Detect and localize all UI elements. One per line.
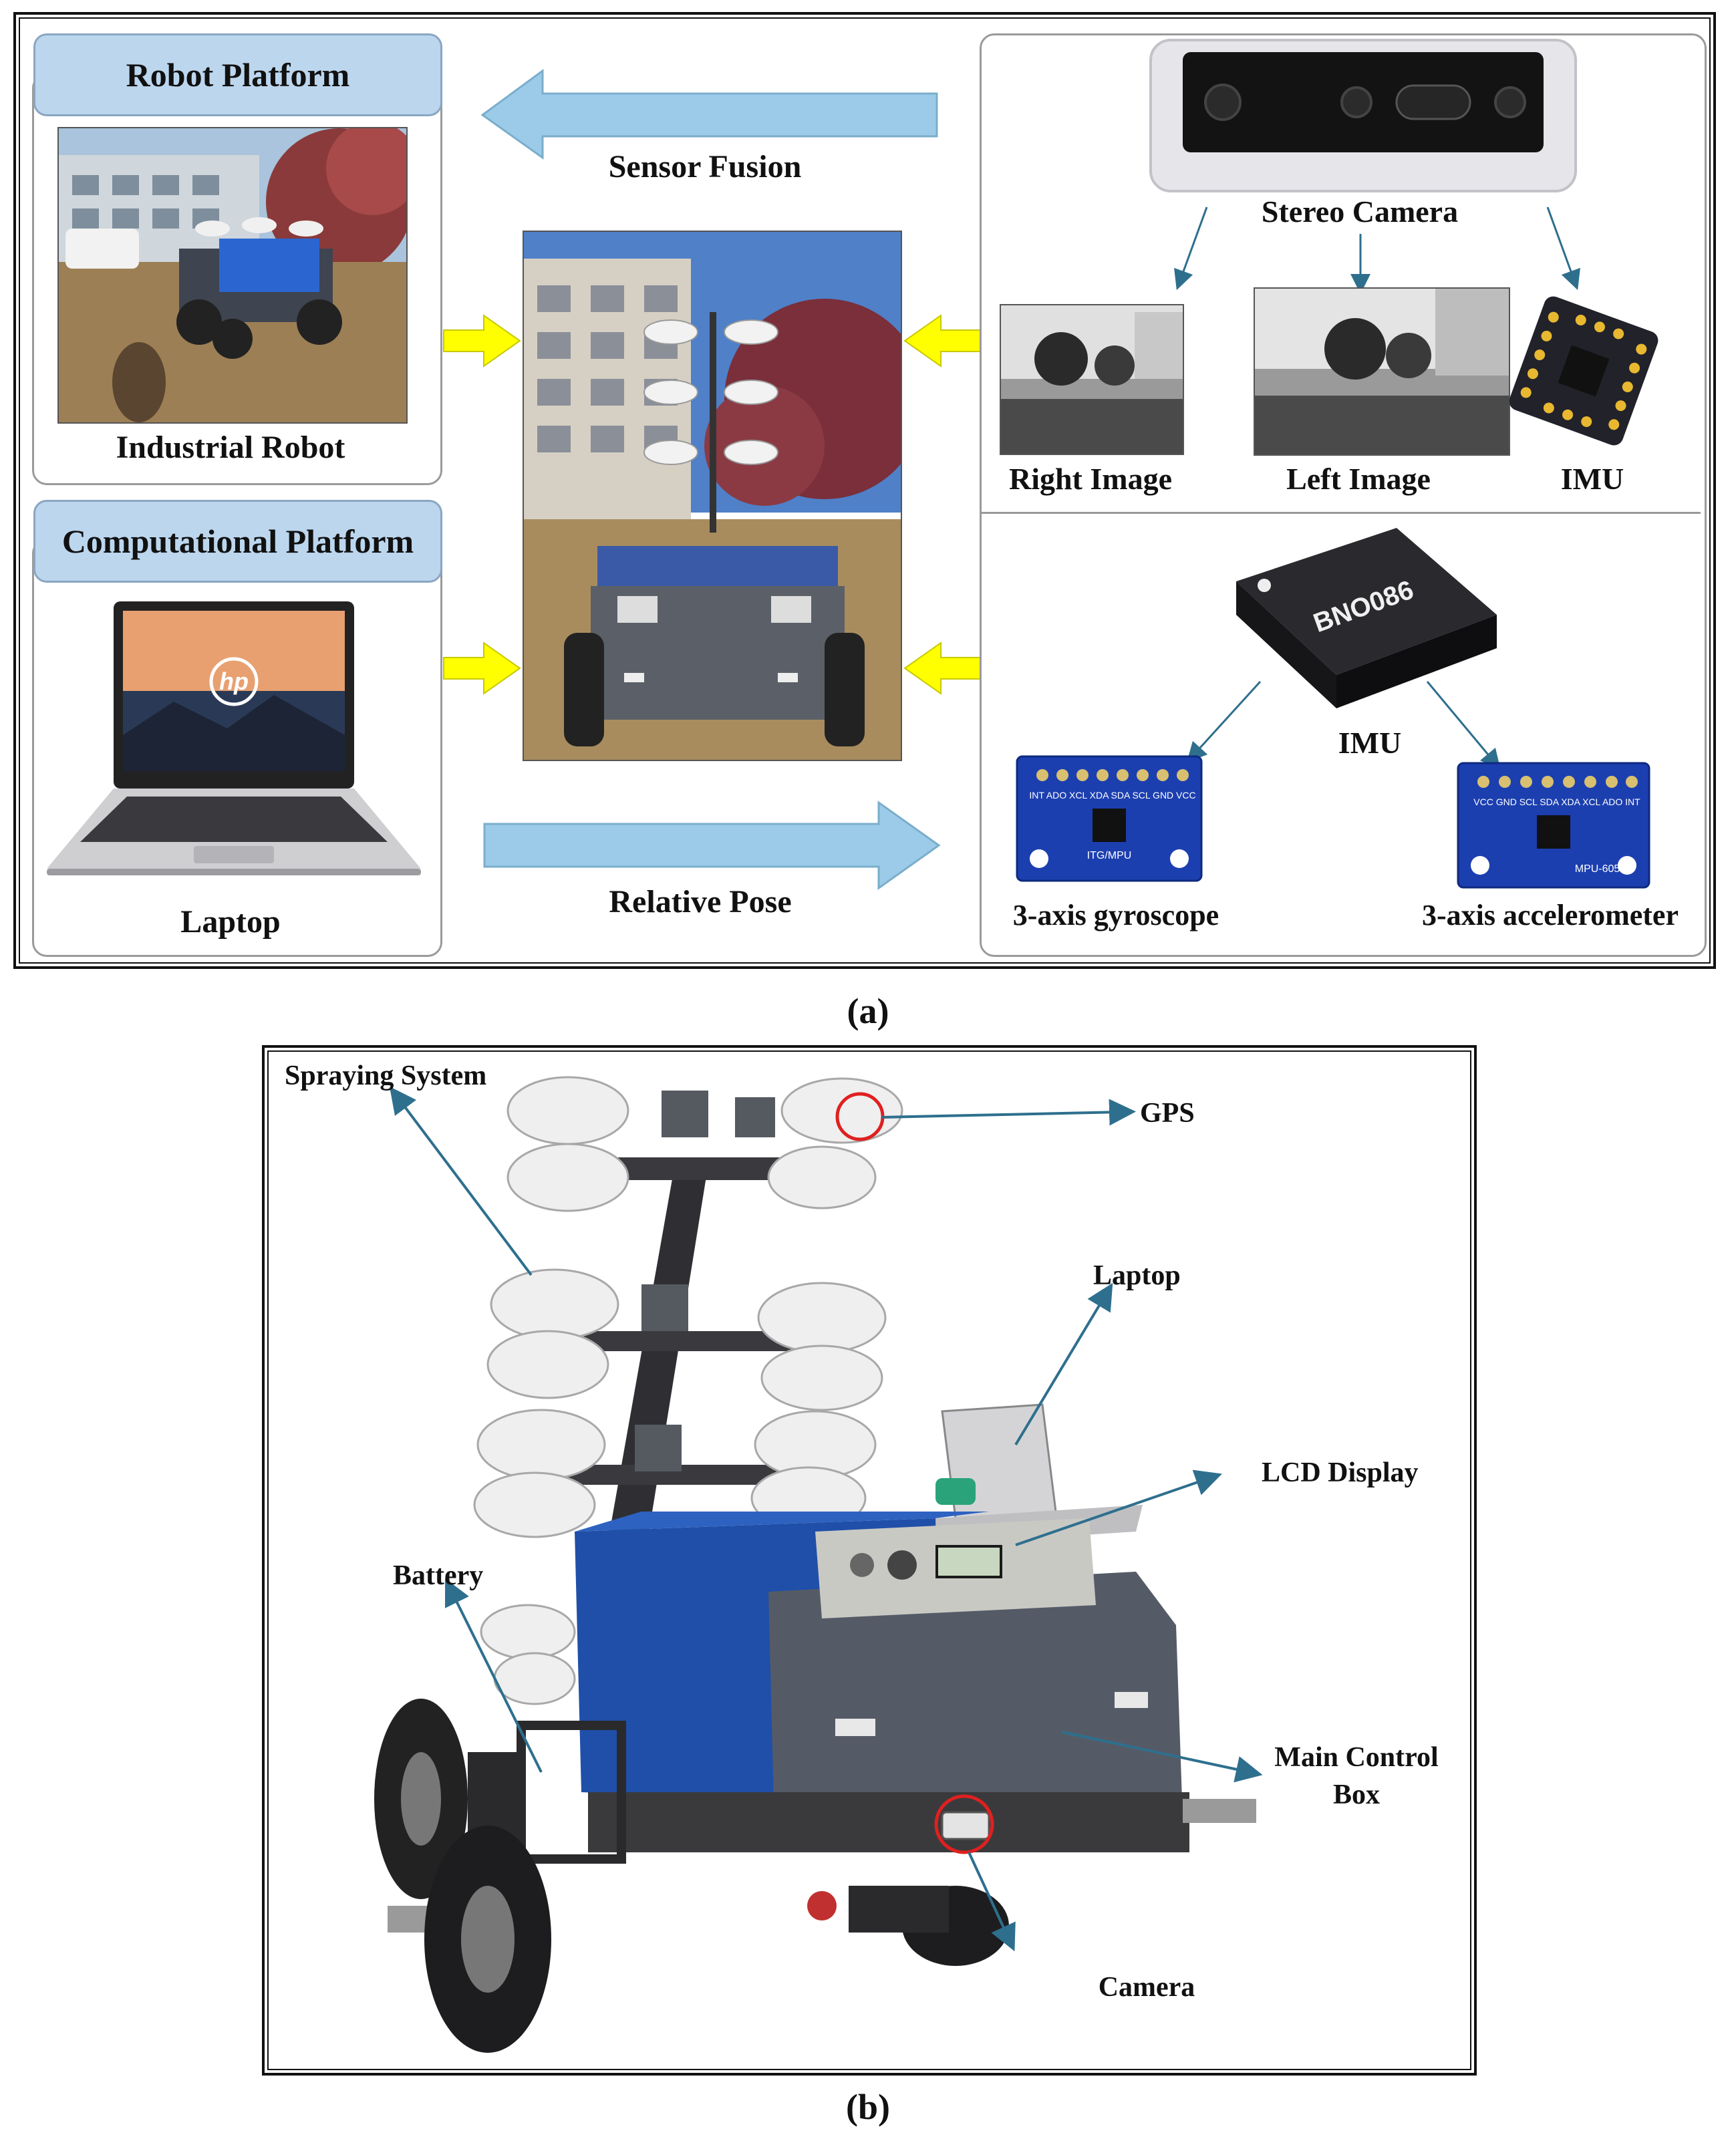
stereo-camera-label: Stereo Camera bbox=[1261, 194, 1459, 229]
left-image-label: Left Image bbox=[1286, 462, 1431, 496]
gyro-board-text: ITG/MPU bbox=[1087, 850, 1132, 861]
gps-label: GPS bbox=[1140, 1098, 1195, 1129]
laptop-caption: Laptop bbox=[180, 904, 281, 940]
robot-platform-header: Robot Platform bbox=[33, 33, 442, 116]
spraying-system-label: Spraying System bbox=[285, 1060, 487, 1091]
camera-label: Camera bbox=[1098, 1972, 1195, 2003]
main-control-box-label-1: Main Control bbox=[1274, 1742, 1439, 1773]
laptop-label: Laptop bbox=[1093, 1260, 1181, 1291]
accelerometer-board: VCC GND SCL SDA XDA XCL ADO INT MPU-6050 bbox=[1457, 762, 1650, 889]
caption-b: (b) bbox=[846, 2087, 890, 2127]
industrial-robot-photo bbox=[57, 127, 408, 424]
accel-board-text: MPU-6050 bbox=[1575, 863, 1626, 875]
accel-pin-labels: VCC GND SCL SDA XDA XCL ADO INT bbox=[1473, 797, 1640, 807]
hp-logo-text: hp bbox=[219, 668, 249, 695]
panel-a-frame bbox=[13, 12, 1716, 969]
yellow-arrow-left-bottom bbox=[442, 642, 523, 695]
main-control-box-label-2: Box bbox=[1332, 1779, 1381, 1810]
left-image-photo bbox=[1254, 287, 1510, 456]
battery-label: Battery bbox=[393, 1560, 484, 1591]
sensor-panel-divider bbox=[982, 512, 1701, 514]
imu-connector-arrows bbox=[980, 668, 1703, 802]
yellow-arrow-left-top bbox=[442, 314, 523, 368]
stereo-connector-arrows bbox=[980, 200, 1703, 301]
sensor-fusion-arrow bbox=[476, 67, 944, 160]
panel-b-frame bbox=[262, 1045, 1477, 2076]
right-image-label: Right Image bbox=[1008, 462, 1173, 496]
gyroscope-label: 3-axis gyroscope bbox=[1012, 899, 1219, 932]
yellow-arrow-right-top bbox=[902, 314, 982, 368]
gyroscope-board: INT ADO XCL XDA SDA SCL GND VCC ITG/MPU bbox=[1016, 755, 1203, 882]
relative-pose-label: Relative Pose bbox=[609, 884, 792, 919]
imu-module-label: IMU bbox=[1338, 726, 1402, 760]
imu-breakout-board bbox=[1503, 291, 1664, 451]
industrial-robot-caption: Industrial Robot bbox=[116, 430, 345, 465]
stereo-imu-label: IMU bbox=[1560, 462, 1624, 496]
bno086-chip: BNO086 bbox=[1223, 515, 1510, 735]
relative-pose-arrow bbox=[478, 799, 946, 892]
sensor-fusion-label: Sensor Fusion bbox=[608, 149, 802, 184]
caption-a: (a) bbox=[847, 991, 889, 1031]
stereo-camera-image bbox=[1149, 39, 1577, 192]
lcd-display-label: LCD Display bbox=[1262, 1457, 1419, 1488]
laptop-image: hp bbox=[40, 601, 428, 882]
accelerometer-label: 3-axis accelerometer bbox=[1422, 899, 1679, 932]
robot-front-photo bbox=[523, 231, 902, 761]
yellow-arrow-right-bottom bbox=[902, 642, 982, 695]
right-image-photo bbox=[1000, 304, 1184, 455]
computational-platform-header: Computational Platform bbox=[33, 500, 442, 583]
gyro-pin-labels: INT ADO XCL XDA SDA SCL GND VCC bbox=[1029, 790, 1195, 801]
spraying-robot-illustration bbox=[267, 1050, 1471, 2070]
